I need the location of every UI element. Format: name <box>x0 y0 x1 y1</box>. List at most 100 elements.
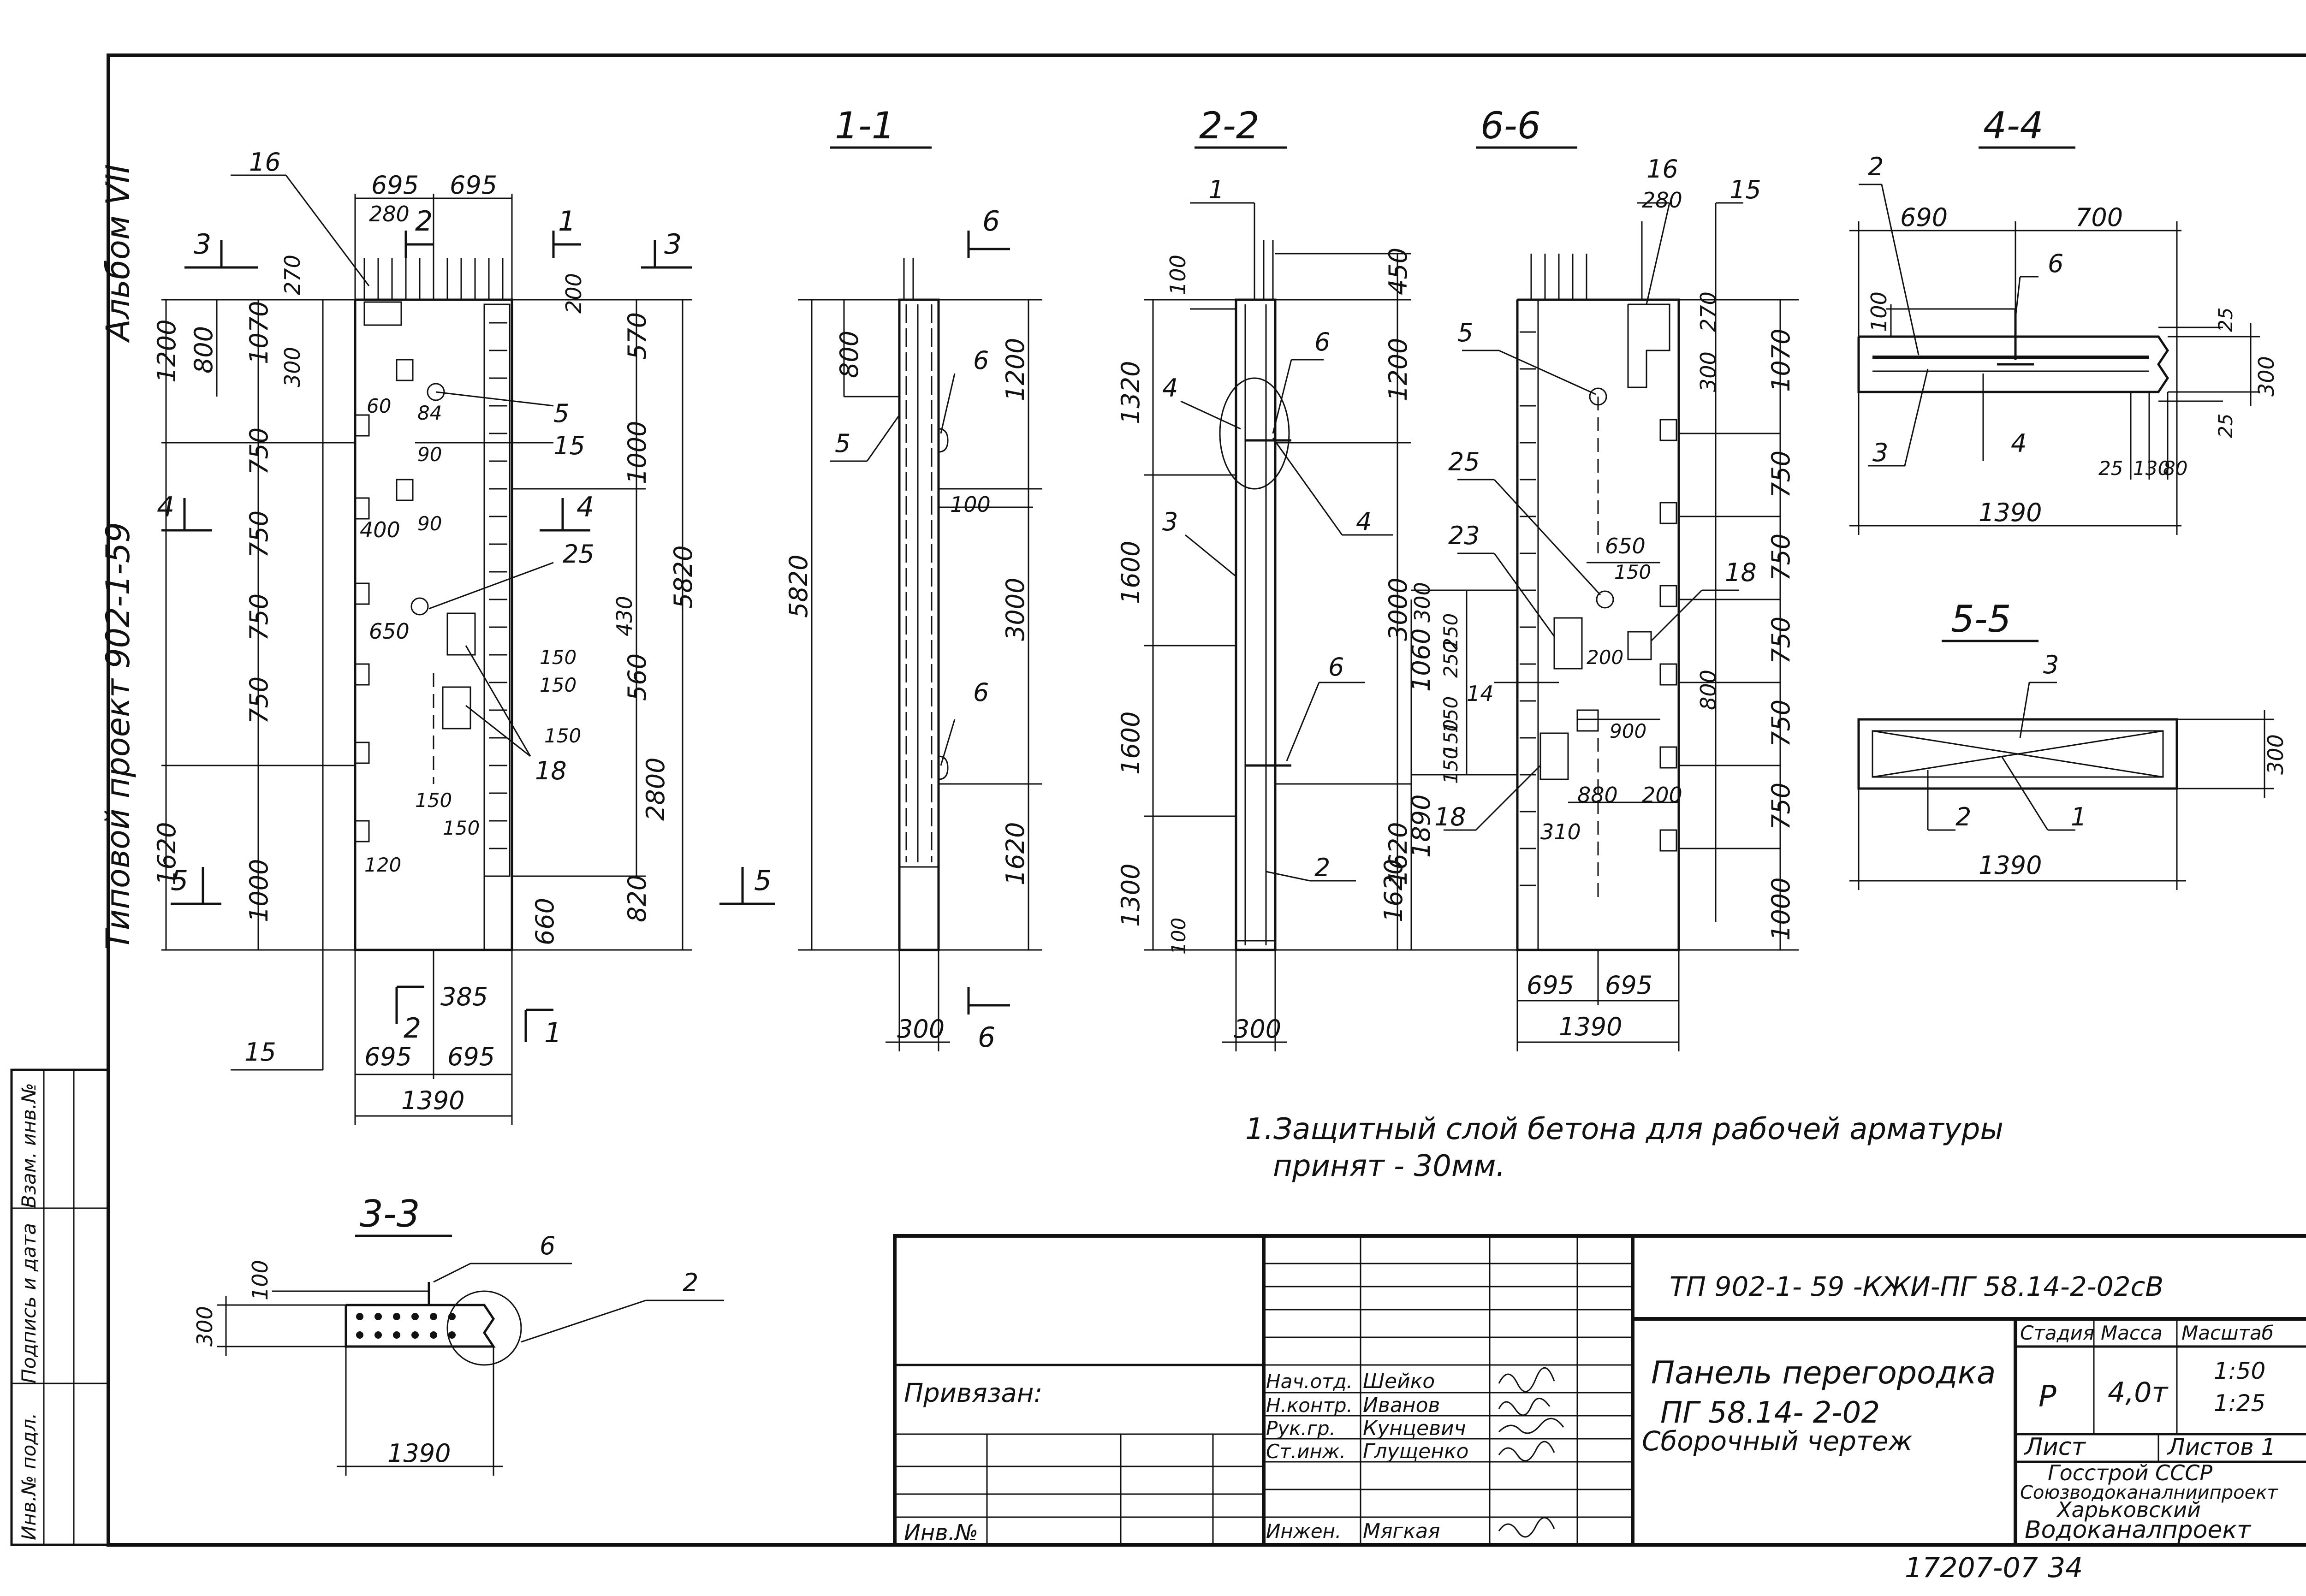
dim-660: 660 <box>530 898 559 945</box>
cut-3-left: 3 <box>194 228 211 261</box>
signer-role-4: Ст.инж. <box>1266 1440 1346 1463</box>
title-4-4: 4-4 <box>1983 104 2044 147</box>
label-2-s22: 2 <box>1314 853 1330 882</box>
dim-1620-s11: 1620 <box>1001 822 1030 885</box>
dim-560: 560 <box>623 653 652 701</box>
dim-100-s33: 100 <box>248 1260 273 1300</box>
dim-750b: 750 <box>244 510 273 558</box>
title-6-6: 6-6 <box>1480 104 1541 147</box>
footer-number: 17207-07 <box>1905 1552 2038 1584</box>
note-line-1: 1.Защитный слой бетона для рабочей армат… <box>1245 1112 2003 1146</box>
cut-6-top: 6 <box>982 205 1000 237</box>
stage-value: Р <box>2039 1380 2056 1414</box>
dim-280-s66: 280 <box>1642 188 1682 213</box>
label-6-s44: 6 <box>2048 249 2063 278</box>
label-4a-s22: 4 <box>1162 374 1178 403</box>
dim-25b-s44: 25 <box>2214 414 2237 438</box>
cut-1-bottom: 1 <box>544 1017 562 1049</box>
dim-570: 570 <box>623 312 652 360</box>
signer-name-1: Шейко <box>1363 1370 1435 1393</box>
cut-4-right: 4 <box>576 491 594 523</box>
dim-100t-s22: 100 <box>1165 255 1190 295</box>
dim-150-s66: 150 <box>1614 561 1651 583</box>
dim-1200-s22: 1200 <box>1384 338 1413 401</box>
dim-300-s66: 300 <box>1696 351 1721 392</box>
elevation-view: 695 695 280 16 5 15 25 18 15 3 3 1 2 4 4… <box>152 148 775 1125</box>
title-1-1: 1-1 <box>835 104 895 147</box>
dim-150c-s66: 150 <box>1439 747 1462 784</box>
dim-800: 800 <box>189 326 218 374</box>
mass-header: Масса <box>2101 1322 2163 1344</box>
dim-800-s11: 800 <box>835 331 864 378</box>
dim-650-s66: 650 <box>1605 534 1646 558</box>
signer-role-5: Инжен. <box>1266 1520 1341 1543</box>
label-15: 15 <box>553 431 585 460</box>
scale-header: Масштаб <box>2181 1322 2274 1344</box>
dim-200: 200 <box>561 273 586 314</box>
dim-150a-s66: 150 <box>1439 696 1462 733</box>
label-15b: 15 <box>244 1038 276 1067</box>
dim-250a-s66: 250 <box>1439 613 1462 650</box>
org-line-1: Госстрой СССР <box>2048 1460 2212 1485</box>
dim-430: 430 <box>612 596 637 636</box>
dim-250b-s66: 250 <box>1439 641 1462 678</box>
dim-1070: 1070 <box>244 301 273 364</box>
dim-820: 820 <box>623 875 652 922</box>
strip-col1: Инв.№ подл. <box>18 1413 40 1540</box>
dim-300-s33: 300 <box>192 1306 217 1347</box>
label-3-s22: 3 <box>1162 507 1178 536</box>
label-6a-s22: 6 <box>1314 327 1330 356</box>
dim-695b-s66: 695 <box>1605 971 1652 1000</box>
dim-450-s22: 450 <box>1384 248 1413 295</box>
cut-5-left: 5 <box>171 865 188 897</box>
dim-300-s11: 300 <box>897 1015 945 1044</box>
dim-150e: 150 <box>443 817 480 839</box>
dim-150b-s66: 150 <box>1439 719 1462 756</box>
section-4-4: 4-4 2 6 3 4 690 700 100 25 <box>1849 104 2279 535</box>
dim-1620-s22: 1620 <box>1384 822 1413 885</box>
label-16: 16 <box>249 148 281 177</box>
dim-280: 280 <box>369 202 410 226</box>
label-18: 18 <box>535 756 567 785</box>
dim-695-br: 695 <box>447 1042 495 1071</box>
dim-690-s44: 690 <box>1900 203 1948 232</box>
dim-750a: 750 <box>244 427 273 475</box>
org-line-3: Харьковский <box>2056 1497 2201 1522</box>
label-15-s66: 15 <box>1730 175 1761 204</box>
label-25: 25 <box>563 540 594 569</box>
dim-120: 120 <box>364 854 401 876</box>
label-2-s44: 2 <box>1868 152 1884 181</box>
dim-1390: 1390 <box>401 1086 464 1115</box>
label-3-s44: 3 <box>1872 438 1888 467</box>
dim-top-right: 695 <box>450 171 497 200</box>
dim-1320-s22: 1320 <box>1116 361 1145 424</box>
dim-3000-s11: 3000 <box>1001 578 1030 641</box>
dim-385: 385 <box>440 982 488 1011</box>
dim-90b: 90 <box>417 512 442 535</box>
section-3-3: 3-3 6 2 100 300 1390 <box>192 1193 724 1476</box>
dim-150a: 150 <box>540 646 576 669</box>
dim-750a-s66: 750 <box>1766 451 1795 498</box>
dim-1200: 1200 <box>152 320 181 383</box>
dim-5820-s11: 5820 <box>784 555 813 618</box>
dim-84: 84 <box>417 402 442 424</box>
label-1-s22: 1 <box>1208 175 1224 204</box>
signer-name-4: Глущенко <box>1363 1440 1468 1463</box>
dim-750d: 750 <box>244 676 273 724</box>
signature-scribbles <box>1498 1367 1564 1538</box>
dim-300-s22: 300 <box>1234 1015 1281 1044</box>
org-line-2: Союзводоканалниипроект <box>2020 1482 2278 1503</box>
dim-5820: 5820 <box>669 546 698 609</box>
title-5-5: 5-5 <box>1951 598 2011 641</box>
dim-100b-s22: 100 <box>1167 918 1190 955</box>
label-14-s66: 14 <box>1467 681 1494 706</box>
dim-750d-s66: 750 <box>1766 700 1795 747</box>
cut-5-right: 5 <box>754 865 772 897</box>
project-label: Типовой проект 902-1-59 <box>99 522 137 950</box>
label-6b-s11: 6 <box>973 678 989 707</box>
strip-col2: Подпись и дата <box>18 1223 40 1383</box>
dim-750e-s66: 750 <box>1766 783 1795 830</box>
dim-300: 300 <box>280 347 305 387</box>
dim-750c-s66: 750 <box>1766 617 1795 664</box>
dim-300b-s66: 300 <box>1410 582 1435 623</box>
